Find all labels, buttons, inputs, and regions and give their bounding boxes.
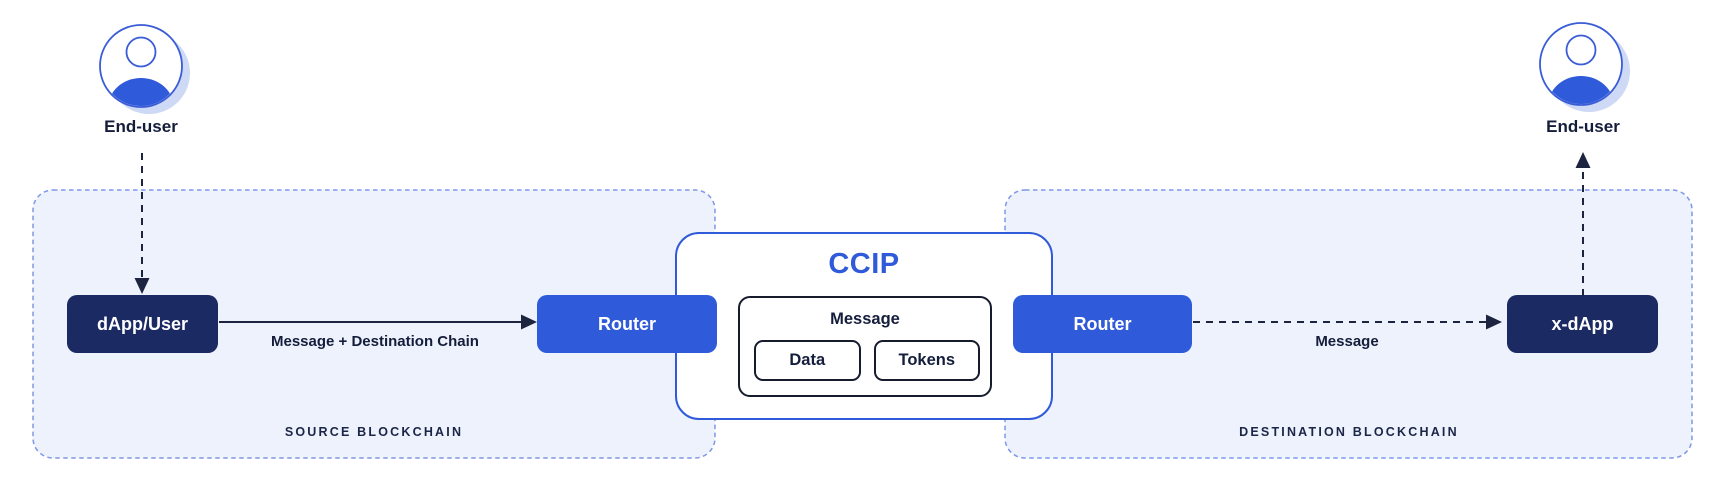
ccip-panel: CCIP Message Data Tokens xyxy=(675,232,1053,420)
tokens-box: Tokens xyxy=(873,340,980,381)
edge-label-message-destination-chain: Message + Destination Chain xyxy=(271,333,479,350)
router-source-node: Router xyxy=(537,295,717,353)
dapp-user-node: dApp/User xyxy=(67,295,218,353)
end-user-label-left: End-user xyxy=(104,117,178,136)
ccip-title: CCIP xyxy=(828,248,900,280)
x-dapp-node: x-dApp xyxy=(1507,295,1658,353)
message-box: Message Data Tokens xyxy=(738,296,992,397)
message-box-label: Message xyxy=(830,310,900,328)
source-blockchain-label: SOURCE BLOCKCHAIN xyxy=(284,425,464,439)
end-user-icon xyxy=(1539,22,1630,112)
end-user-label-right: End-user xyxy=(1546,117,1620,136)
destination-blockchain-label: DESTINATION BLOCKCHAIN xyxy=(1239,425,1459,439)
edge-label-message: Message xyxy=(1315,333,1379,350)
message-contents-row: Data Tokens xyxy=(754,340,980,381)
router-destination-node: Router xyxy=(1013,295,1192,353)
end-user-icon xyxy=(99,24,190,114)
data-box: Data xyxy=(754,340,861,381)
